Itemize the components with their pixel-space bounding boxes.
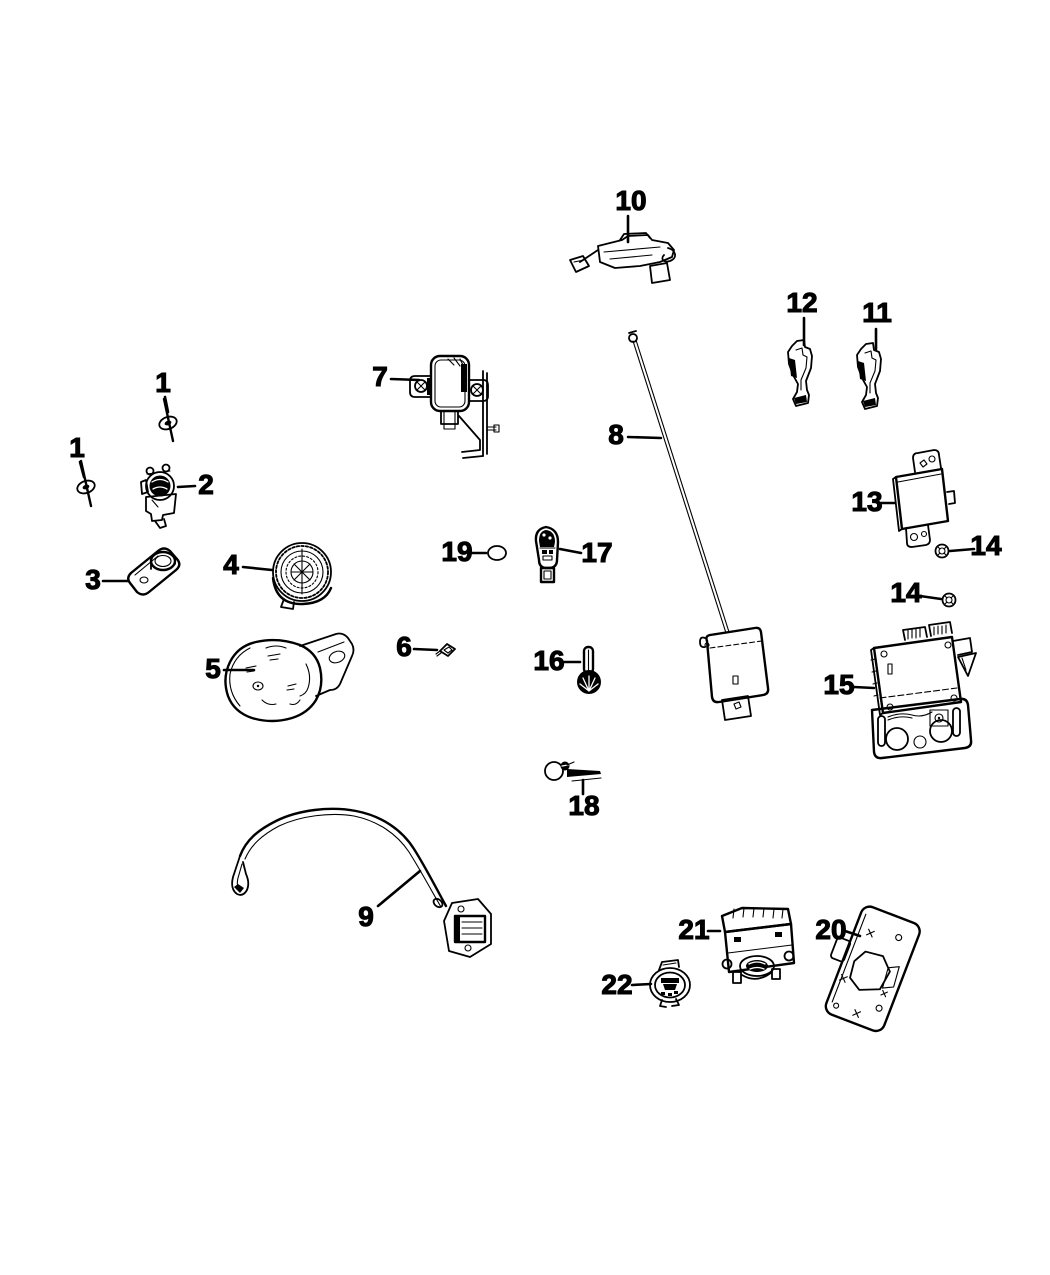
part-1-screw-upper [158, 397, 178, 443]
leader-lines [78, 214, 976, 987]
part-8-antenna [628, 330, 770, 721]
callout-9: 9 [358, 901, 374, 932]
callout-14a: 14 [970, 530, 1002, 561]
part-12-bracket [787, 339, 813, 407]
callout-22: 22 [601, 969, 632, 1000]
callout-13: 13 [851, 486, 882, 517]
callout-15: 15 [823, 669, 854, 700]
part-9-cable-antenna [231, 807, 492, 958]
callout-16: 16 [533, 645, 564, 676]
callout-5: 5 [205, 653, 221, 684]
callout-labels: 10 12 11 7 1 1 2 8 3 4 19 17 13 14 14 5 … [69, 184, 1003, 1000]
part-16-key [577, 645, 601, 694]
callout-19: 19 [441, 536, 472, 567]
part-14-nut-upper [934, 543, 950, 559]
callout-11: 11 [862, 297, 892, 328]
callout-20: 20 [815, 914, 846, 945]
part-11-bracket [856, 342, 882, 410]
part-21-module [720, 906, 796, 984]
part-17-key-fob [534, 525, 560, 584]
part-1-screw-lower [76, 459, 96, 508]
part-15-module-bracket [870, 621, 977, 760]
callout-21: 21 [678, 914, 709, 945]
callout-17: 17 [581, 537, 612, 568]
part-22-grommet [649, 959, 691, 1008]
callout-1a: 1 [155, 367, 171, 398]
callout-10: 10 [615, 185, 646, 216]
callout-2: 2 [198, 469, 214, 500]
callout-14b: 14 [890, 577, 922, 608]
part-4-siren [271, 542, 333, 610]
part-7-module [409, 354, 500, 459]
part-5-horn [224, 632, 355, 723]
part-19-oring [487, 545, 507, 561]
part-18-key-ring [544, 761, 602, 782]
part-6-clip [435, 643, 456, 657]
part-14-nut-lower [941, 592, 957, 608]
part-20-bracket-plate [824, 905, 921, 1033]
callout-6: 6 [396, 631, 412, 662]
callout-7: 7 [372, 361, 388, 392]
part-2-actuator [140, 463, 177, 529]
callout-3: 3 [85, 564, 101, 595]
callout-8: 8 [608, 419, 624, 450]
callout-18: 18 [568, 790, 599, 821]
callout-1b: 1 [69, 432, 85, 463]
callout-12: 12 [786, 287, 817, 318]
part-3-bracket-ring [127, 547, 181, 596]
callout-4: 4 [223, 549, 239, 580]
part-10-bracket [569, 232, 676, 284]
part-13-module [892, 449, 956, 548]
